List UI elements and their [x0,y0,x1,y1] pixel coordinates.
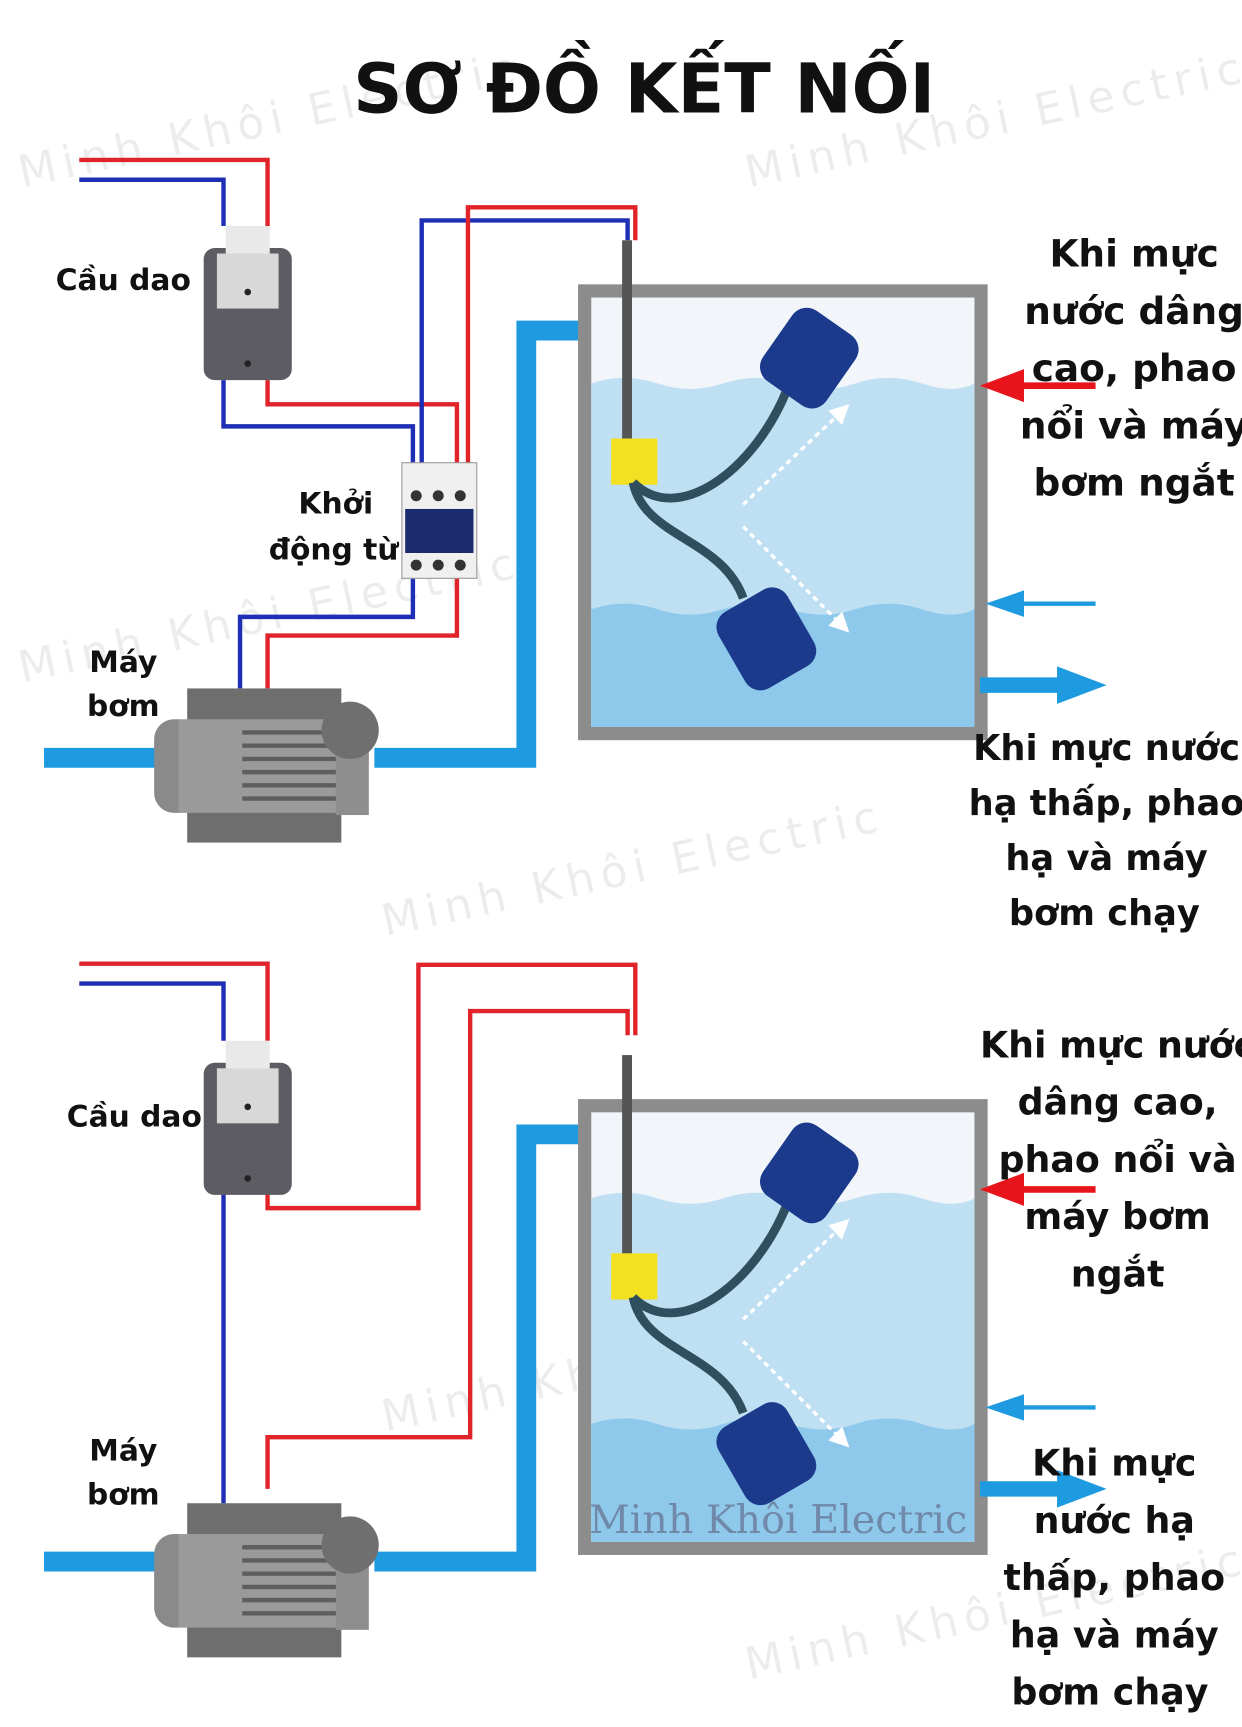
breaker-label: Cầu dao [56,263,191,298]
tank-watermark: Minh Khôi Electric [589,1497,967,1543]
contactor-icon [401,462,478,579]
breaker-icon [203,225,292,381]
page-title: SƠ ĐỒ KẾT NỐI [353,41,935,130]
outflow-arrow-icon [1057,666,1107,704]
inflow-arrow-icon [985,590,1024,617]
outflow-arrow-icon [1057,1470,1107,1508]
water-tank [578,240,988,740]
watermark: Minh Khôi Electric [377,791,888,947]
red-arrow-icon [979,1172,1024,1206]
wires [79,961,638,1504]
water-pipe [44,320,606,768]
red-arrow-icon [979,369,1024,403]
inflow-arrow-icon [985,1394,1024,1421]
water-tank [578,1055,988,1555]
breaker-label: Cầu dao [67,1100,202,1135]
breaker-icon [203,1040,292,1195]
water-pipe [44,1124,606,1572]
pump-icon [154,1503,379,1657]
pump-icon [154,688,379,842]
wires [79,157,638,689]
